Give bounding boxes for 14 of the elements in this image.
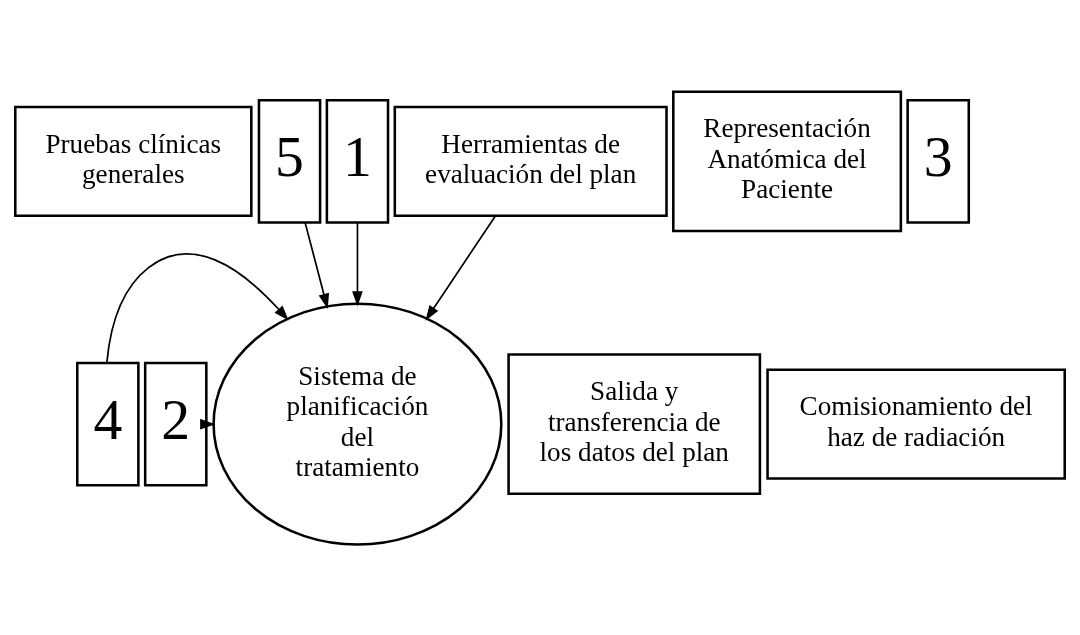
node-box: Herramientas de evaluación del plan <box>393 105 668 217</box>
node-box: 5 <box>257 98 322 224</box>
node-box: Salida y transferencia de los datos del plan <box>507 352 762 495</box>
arrow <box>304 221 330 309</box>
node-box: Comisionamiento del haz de radiación <box>766 368 1066 480</box>
arrow <box>200 418 216 429</box>
node-box: 1 <box>325 98 390 224</box>
node-box: Representación Anatómica del Paciente <box>672 90 903 232</box>
arrow <box>425 214 497 321</box>
node-box: 4 <box>76 361 140 487</box>
arrow <box>352 221 363 306</box>
node-box: Pruebas clínicas generales <box>14 105 253 217</box>
node-box: 3 <box>906 98 971 224</box>
arrow <box>106 252 289 363</box>
